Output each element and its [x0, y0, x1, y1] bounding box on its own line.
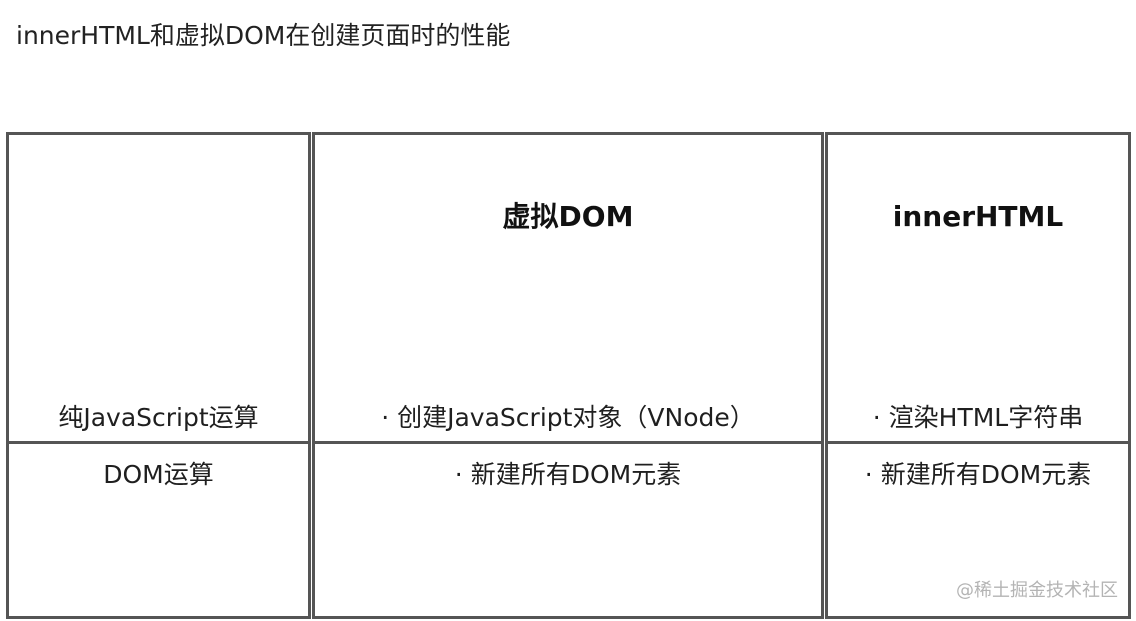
- table-cell-row2-innerhtml: · 新建所有DOM元素: [825, 441, 1131, 619]
- vdom-js-cost: · 创建JavaScript对象（VNode）: [381, 403, 755, 432]
- table-cell-row1-label: 纯JavaScript运算: [6, 132, 311, 444]
- page-title: innerHTML和虚拟DOM在创建页面时的性能: [16, 21, 511, 50]
- table-cell-row1-vdom: 虚拟DOM · 创建JavaScript对象（VNode）: [312, 132, 824, 444]
- column-header-innerhtml: innerHTML: [892, 200, 1064, 233]
- innerhtml-dom-cost: · 新建所有DOM元素: [864, 460, 1092, 489]
- watermark: @稀土掘金技术社区: [956, 580, 1118, 601]
- row-label-js: 纯JavaScript运算: [58, 403, 259, 432]
- table-cell-row1-innerhtml: innerHTML · 渲染HTML字符串: [825, 132, 1131, 444]
- table-cell-row2-label: DOM运算: [6, 441, 311, 619]
- row-label-dom: DOM运算: [103, 460, 214, 489]
- innerhtml-js-cost: · 渲染HTML字符串: [872, 403, 1084, 432]
- column-header-vdom: 虚拟DOM: [502, 200, 634, 233]
- vdom-dom-cost: · 新建所有DOM元素: [454, 460, 682, 489]
- table-cell-row2-vdom: · 新建所有DOM元素: [312, 441, 824, 619]
